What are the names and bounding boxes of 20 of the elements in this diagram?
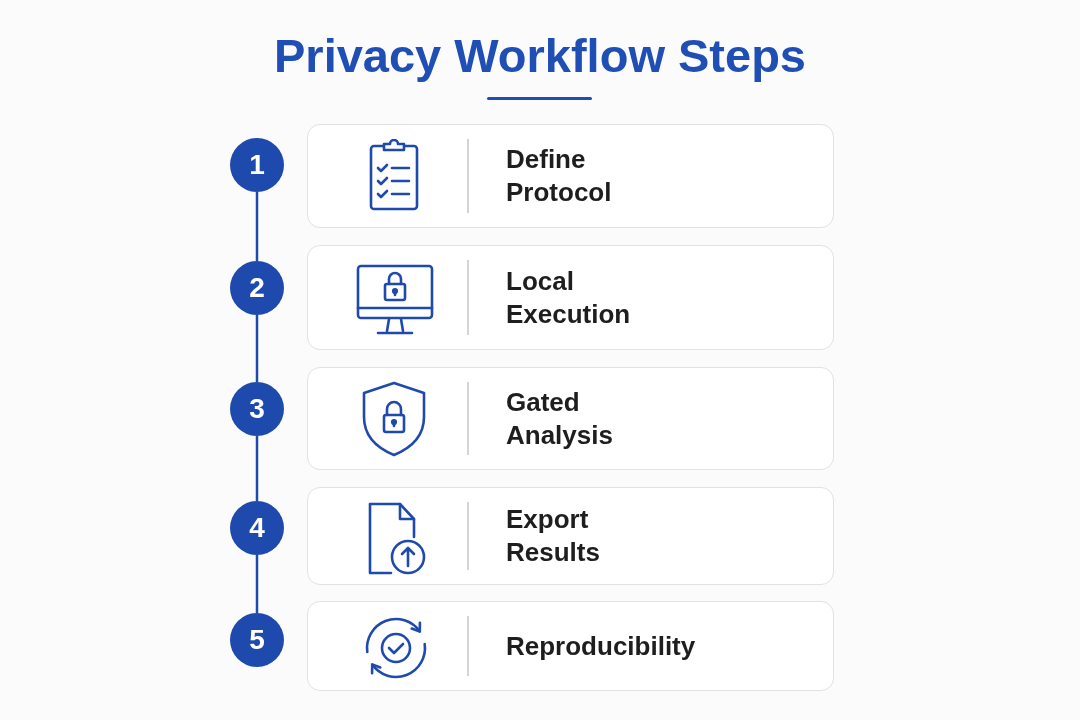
step-number-badge: 4: [230, 501, 284, 555]
step-title: Reproducibility: [506, 629, 697, 663]
step-card: [307, 601, 834, 691]
step-card: [307, 487, 834, 585]
step-title: Export Results: [506, 503, 601, 569]
step-title: Local Execution: [506, 264, 632, 331]
step-card: [307, 367, 834, 470]
step-number-badge: 3: [230, 382, 284, 436]
connector-line: [255, 436, 259, 501]
title: Privacy Workflow Steps: [274, 28, 806, 84]
step-number-badge: 5: [230, 613, 284, 667]
connector-line: [255, 192, 259, 261]
step-card: [307, 124, 834, 228]
step-title: Gated Analysis: [506, 385, 614, 452]
step-number-badge: 1: [230, 138, 284, 192]
step-title: Define Protocol: [506, 143, 613, 209]
connector-line: [255, 555, 259, 613]
step-number-badge: 2: [230, 261, 284, 315]
step-card: [307, 245, 834, 350]
connector-line: [255, 315, 259, 382]
